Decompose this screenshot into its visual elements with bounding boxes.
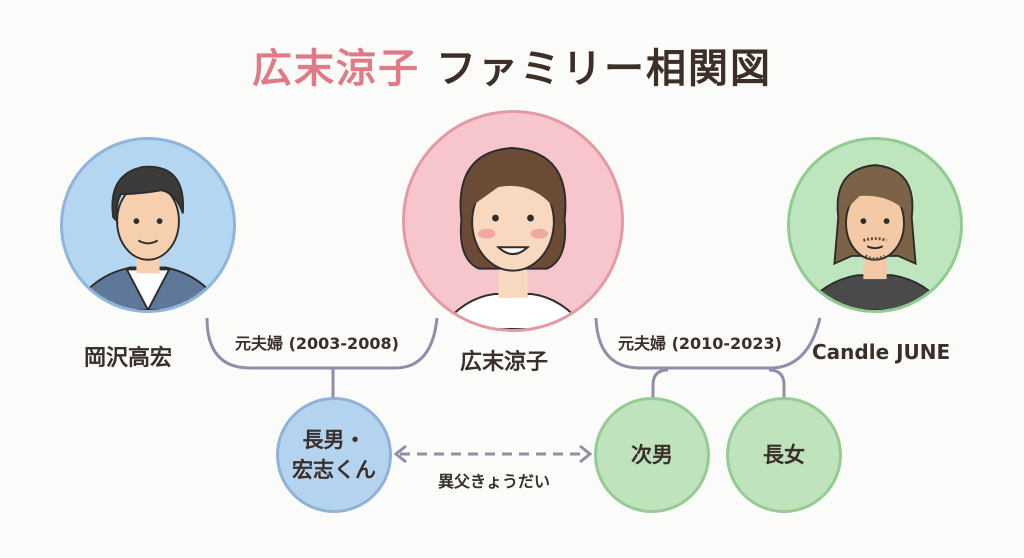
child-second-son-label: 次男 xyxy=(631,443,673,467)
woman-portrait-icon xyxy=(438,147,588,329)
title-rest: ファミリー相関図 xyxy=(435,46,772,92)
marriage-label-2: 元夫婦 (2010-2023) xyxy=(618,334,782,353)
child-eldest-daughter: 長女 xyxy=(726,397,842,513)
title-name: 広末涼子 xyxy=(252,46,421,92)
sibling-relation-label: 異父きょうだい xyxy=(438,472,551,491)
child-eldest-son: 長男・ 宏志くん xyxy=(276,397,392,513)
avatar-okazawa xyxy=(60,137,236,313)
page-title: 広末涼子 ファミリー相関図 xyxy=(0,36,1024,94)
name-hirosue: 広末涼子 xyxy=(460,350,549,375)
name-candle-june: Candle JUNE xyxy=(812,340,951,364)
child-second-son: 次男 xyxy=(594,397,710,513)
marriage-label-1: 元夫婦 (2003-2008) xyxy=(235,334,399,353)
man-portrait-icon xyxy=(71,165,225,310)
child-eldest-son-line2: 宏志くん xyxy=(292,458,376,482)
avatar-candle-june xyxy=(787,137,963,313)
child-eldest-daughter-label: 長女 xyxy=(763,443,805,467)
man-long-hair-portrait-icon xyxy=(802,164,948,310)
name-okazawa: 岡沢高宏 xyxy=(84,346,173,371)
avatar-hirosue xyxy=(402,110,624,332)
child-eldest-son-line1: 長男・ xyxy=(302,428,366,452)
